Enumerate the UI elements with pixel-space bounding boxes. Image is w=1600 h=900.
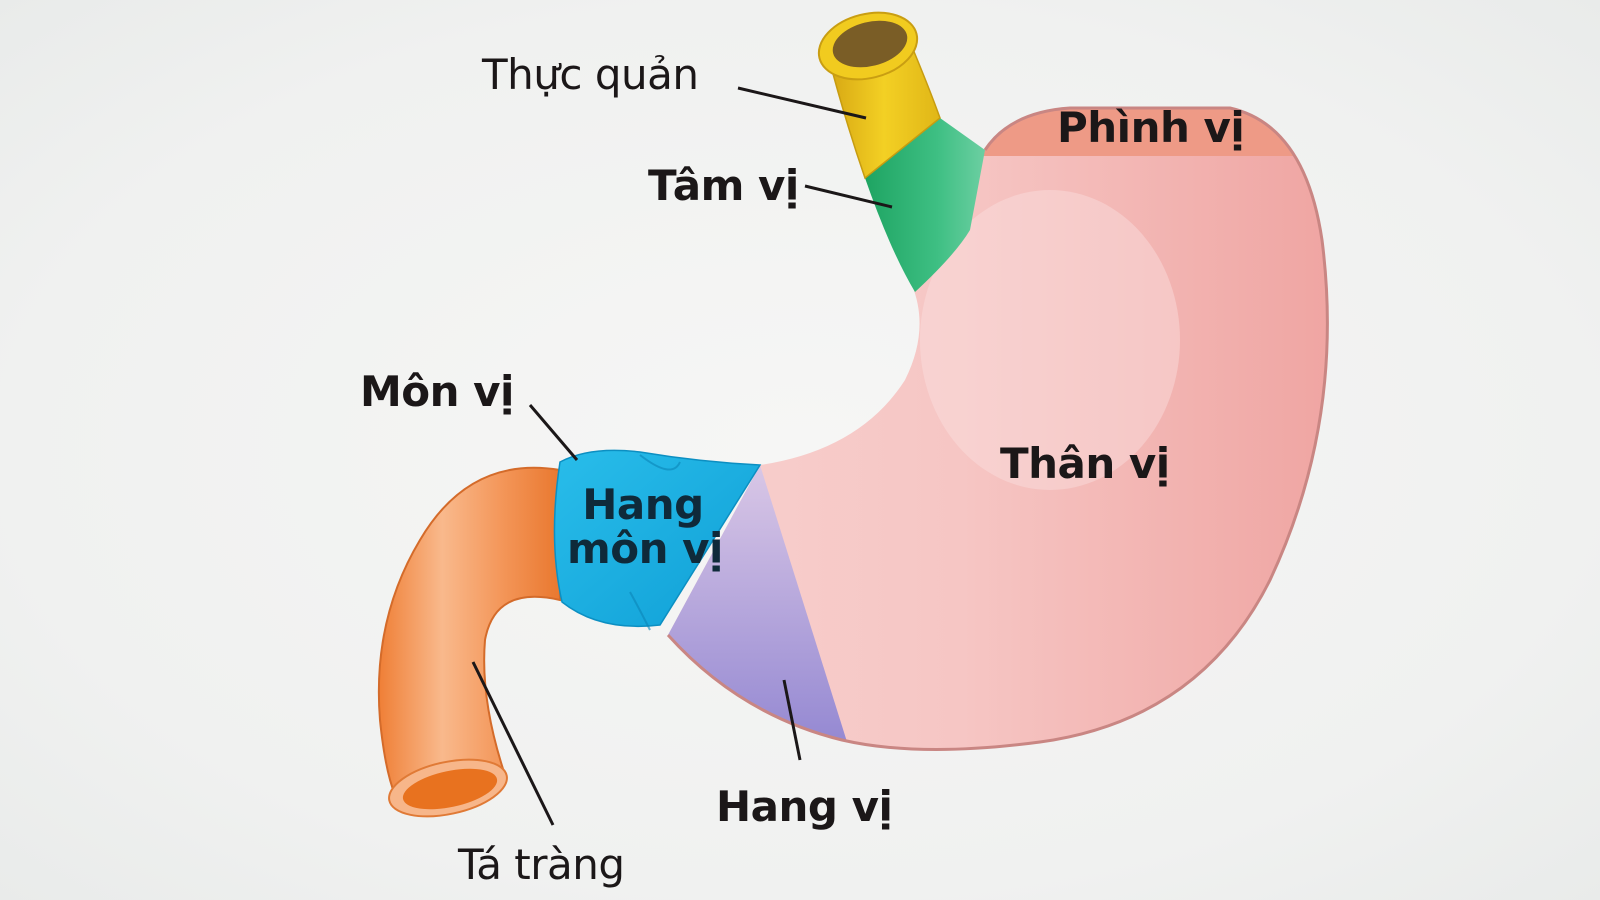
label-pylorus: Môn vị xyxy=(360,367,514,416)
pyloric-antrum-shape xyxy=(553,449,762,631)
cardia-shape xyxy=(865,118,985,292)
leader-lines xyxy=(471,86,893,826)
duodenum-shape xyxy=(377,466,561,818)
label-pyloric-antrum-line1: Hang xyxy=(582,480,704,529)
label-esophagus: Thực quản xyxy=(482,50,699,99)
stomach-body-shape xyxy=(668,108,1328,750)
label-pyloric-antrum-line2: môn vị xyxy=(567,524,723,573)
leader-esophagus xyxy=(737,86,867,120)
label-duodenum: Tá tràng xyxy=(458,840,625,889)
label-cardia: Tâm vị xyxy=(648,161,799,210)
leader-duodenum xyxy=(471,661,555,826)
leader-antrum xyxy=(782,679,802,761)
label-body: Thân vị xyxy=(1000,439,1170,488)
leader-pylorus xyxy=(528,404,579,461)
label-antrum: Hang vị xyxy=(716,782,893,831)
leader-cardia xyxy=(804,184,893,209)
label-fundus: Phình vị xyxy=(1057,103,1245,152)
